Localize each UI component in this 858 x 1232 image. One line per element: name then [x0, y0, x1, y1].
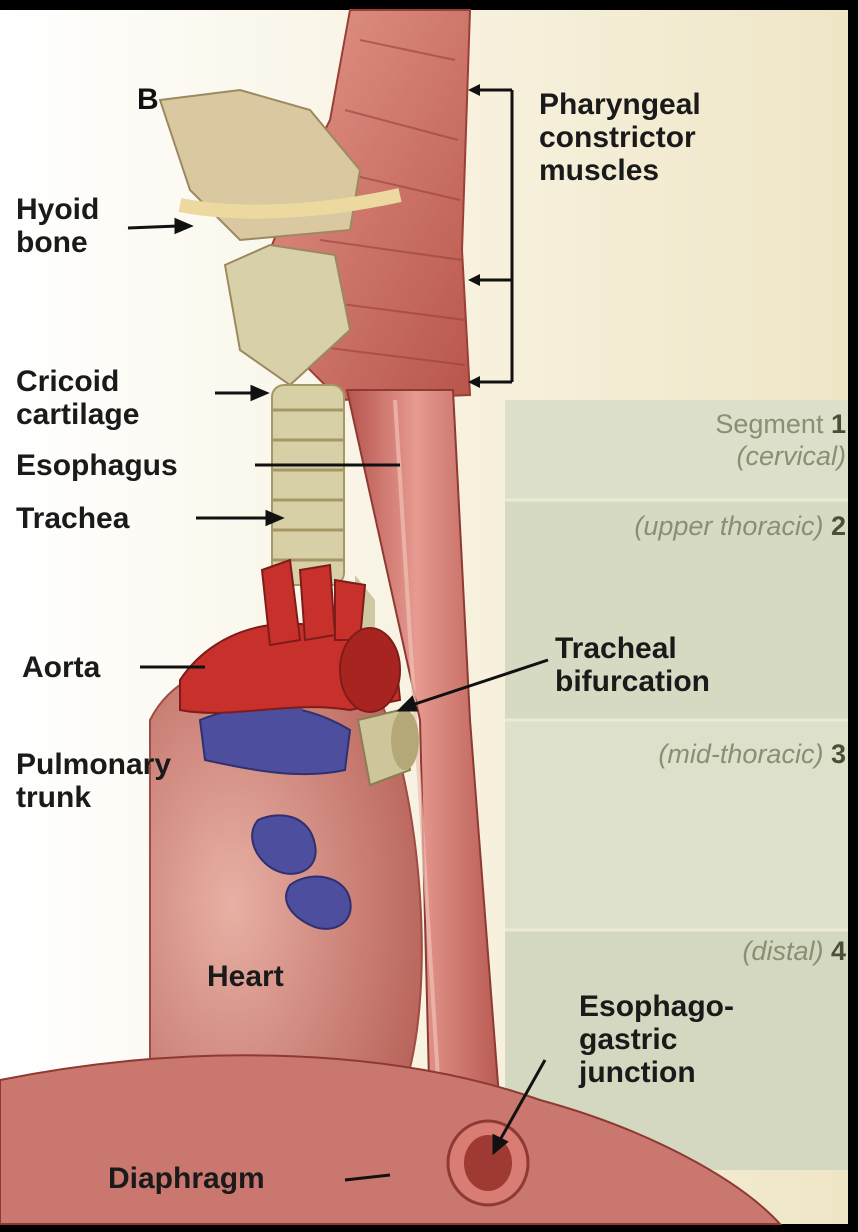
segment-2-label: (upper thoracic) 2 [634, 510, 846, 542]
segment-4-name: (distal) [742, 936, 823, 966]
label-line: Pharyngeal [539, 88, 701, 121]
label-line: junction [579, 1056, 734, 1089]
label-line: gastric [579, 1023, 734, 1056]
label-diaphragm: Diaphragm [108, 1162, 265, 1195]
label-hyoid-bone: Hyoid bone [16, 193, 99, 259]
label-pharyngeal-constrictor-muscles: Pharyngeal constrictor muscles [539, 88, 701, 187]
segment-4-number: 4 [831, 936, 846, 966]
label-line: Cricoid [16, 365, 139, 398]
segment-4-label: (distal) 4 [742, 935, 846, 967]
label-line: constrictor [539, 121, 701, 154]
label-line: muscles [539, 154, 701, 187]
segment-2-name: (upper thoracic) [634, 511, 823, 541]
label-line: bone [16, 226, 99, 259]
label-heart: Heart [207, 960, 284, 993]
segment-2-number: 2 [831, 511, 846, 541]
label-line: trunk [16, 781, 171, 814]
label-line: Hyoid [16, 193, 99, 226]
segment-1-label: Segment 1 (cervical) [715, 408, 846, 472]
label-esophagogastric-junction: Esophago- gastric junction [579, 990, 734, 1089]
label-tracheal-bifurcation: Tracheal bifurcation [555, 632, 710, 698]
label-aorta: Aorta [22, 651, 100, 684]
segment-3-name: (mid-thoracic) [658, 739, 823, 769]
segment-1-subtitle: (cervical) [715, 440, 846, 472]
label-line: Esophago- [579, 990, 734, 1023]
label-line: bifurcation [555, 665, 710, 698]
label-line: Pulmonary [16, 748, 171, 781]
label-trachea: Trachea [16, 502, 129, 535]
panel-letter: B [137, 83, 159, 117]
segment-3-label: (mid-thoracic) 3 [658, 738, 846, 770]
label-line: Tracheal [555, 632, 710, 665]
label-esophagus: Esophagus [16, 449, 178, 482]
segment-1-number: 1 [831, 409, 846, 439]
label-pulmonary-trunk: Pulmonary trunk [16, 748, 171, 814]
segment-1-name: Segment [715, 409, 823, 439]
label-line: cartilage [16, 398, 139, 431]
label-cricoid-cartilage: Cricoid cartilage [16, 365, 139, 431]
segment-3-number: 3 [831, 739, 846, 769]
